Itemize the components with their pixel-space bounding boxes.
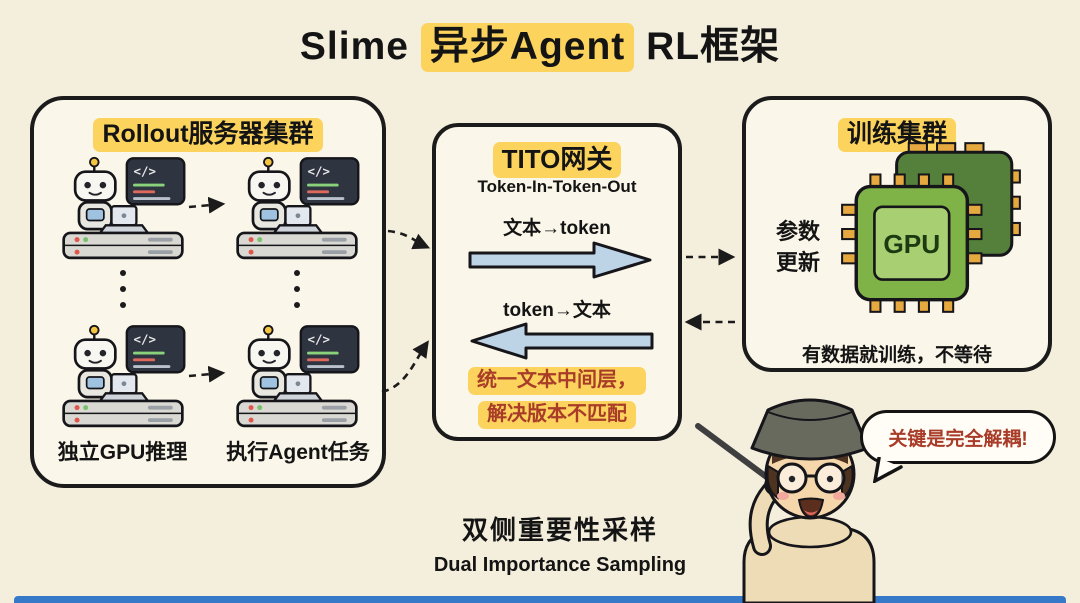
tito-box-title-text: TITO网关 (492, 142, 622, 178)
arrow-rollout-to-tito-bottom (381, 340, 429, 394)
hat-seam (767, 411, 853, 421)
speech-bubble-tail (873, 457, 903, 483)
caption-chinese: 双侧重要性采样 (461, 515, 658, 545)
parameter-update-label: 参数 更新 (760, 216, 836, 278)
text-to-token-arrow-icon (468, 241, 652, 279)
training-box-title-text: 训练集群 (837, 118, 956, 152)
speech-bubble-text: 关键是完全解耦! (888, 428, 1028, 450)
token-to-text-label: token→文本 (503, 300, 611, 321)
tito-box-subtitle: Token-In-Token-Out (477, 177, 637, 196)
tito-gateway-box: TITO网关 Token-In-Token-Out 文本→token token… (432, 123, 682, 441)
gpu-chip-icon: GPU (841, 142, 1021, 313)
parameter-update-line1: 参数 (775, 219, 820, 244)
title-highlight: 异步Agent (420, 23, 635, 72)
right-eye (826, 475, 834, 483)
vertical-ellipsis-icon (120, 270, 126, 308)
training-note: 有数据就训练，不等待 (801, 345, 992, 366)
tito-note: 统一文本中间层， 解决版本不匹配 (436, 363, 678, 431)
rollout-label-gpu: 独立GPU推理 (57, 441, 188, 464)
rollout-cluster-box: Rollout服务器集群 独立GPU推理 执行Agent任务 (30, 96, 386, 488)
vertical-ellipsis-icon (294, 270, 300, 308)
title-prefix: Slime (299, 25, 421, 68)
robot-worker-icon (236, 324, 360, 428)
training-box-title: 训练集群 (746, 114, 1048, 152)
robot-worker-icon (236, 156, 360, 260)
training-cluster-box: 训练集群 参数 更新 (742, 96, 1052, 372)
presenter-illustration (695, 398, 876, 603)
bottom-accent-bar (14, 596, 1066, 603)
title-suffix: RL框架 (634, 25, 781, 68)
mouth (797, 497, 825, 519)
page-title: Slime 异步Agent RL框架 (0, 15, 1080, 72)
tito-note-line1: 统一文本中间层， (468, 367, 646, 395)
robot-worker-icon (62, 156, 186, 260)
text-to-token-label: 文本→token (503, 218, 611, 239)
rollout-box-title: Rollout服务器集群 (34, 114, 382, 152)
rollout-box-title-text: Rollout服务器集群 (93, 118, 323, 152)
pointer-stick (695, 423, 779, 487)
caption-english: Dual Importance Sampling (433, 554, 687, 576)
bottom-caption: 双侧重要性采样 Dual Importance Sampling (360, 510, 760, 577)
parameter-update-line2: 更新 (775, 250, 820, 275)
robot-worker-icon (62, 324, 186, 428)
bucket-hat (750, 398, 870, 461)
speech-bubble: 关键是完全解耦! (860, 410, 1056, 483)
hood-collar (767, 515, 853, 549)
gpu-chip-label: GPU (883, 229, 940, 259)
gpu-chip-pins (841, 173, 983, 313)
tito-box-title: TITO网关 (436, 139, 678, 178)
token-to-text-arrow-icon (470, 322, 654, 360)
tongue (804, 510, 818, 515)
arrow-rollout-to-tito-top (387, 229, 431, 250)
rollout-label-agent: 执行Agent任务 (226, 441, 370, 464)
tito-note-line2: 解决版本不匹配 (478, 401, 636, 429)
left-eye (788, 475, 796, 483)
